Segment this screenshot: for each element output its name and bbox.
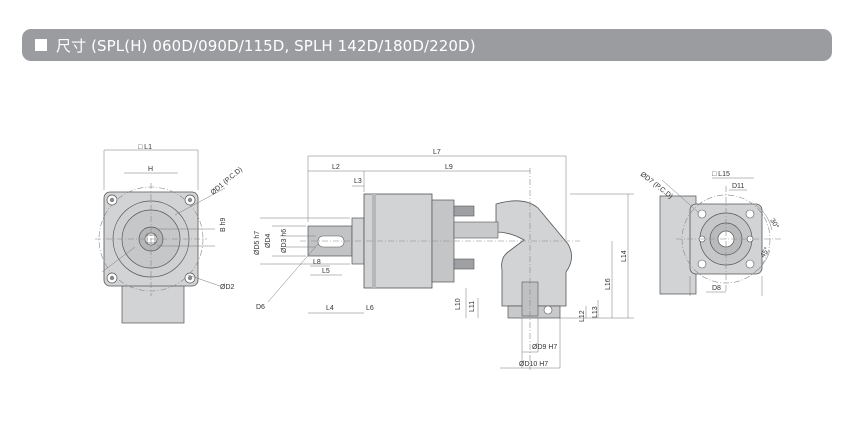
label-d6: D6 bbox=[256, 304, 265, 311]
label-l16: L16 bbox=[605, 278, 612, 290]
label-l10: L10 bbox=[455, 298, 462, 310]
header-title: 尺寸 (SPL(H) 060D/090D/115D, SPLH 142D/180… bbox=[56, 37, 476, 55]
label-l3: L3 bbox=[354, 178, 362, 185]
label-l11: L11 bbox=[469, 301, 476, 312]
label-l15: □ L15 bbox=[712, 171, 730, 178]
label-l5: L5 bbox=[322, 268, 330, 275]
side-right-angle-housing bbox=[495, 200, 572, 307]
front-view: □ L1 H ØD1 (P.C.D) B h9 ØD2 bbox=[95, 144, 244, 324]
label-d5: ØD5 h7 bbox=[254, 231, 261, 255]
label-l9: L9 bbox=[445, 164, 453, 171]
label-d2: ØD2 bbox=[220, 284, 235, 291]
label-l12: L12 bbox=[579, 310, 586, 322]
label-d3: ØD3 h6 bbox=[281, 229, 288, 253]
label-d11: D11 bbox=[732, 183, 744, 190]
label-d9: ØD9 H7 bbox=[532, 344, 557, 351]
side-view: L7 L2 L9 L3 ØD5 h7 ØD4 ØD3 h6 L8 L5 D6 L… bbox=[254, 149, 634, 370]
label-b: B h9 bbox=[220, 217, 227, 232]
label-angle-30: 30° bbox=[768, 217, 780, 230]
header-square-icon bbox=[35, 39, 47, 51]
label-l4: L4 bbox=[326, 305, 334, 312]
label-l7: L7 bbox=[433, 149, 441, 156]
label-d10: ØD10 H7 bbox=[519, 361, 548, 368]
label-d4: ØD4 bbox=[265, 234, 272, 249]
label-d8: D8 bbox=[712, 285, 721, 292]
label-l13: L13 bbox=[592, 306, 599, 318]
front-base-block bbox=[121, 279, 185, 324]
label-l2: L2 bbox=[332, 164, 340, 171]
label-l6: L6 bbox=[366, 305, 374, 312]
label-h: H bbox=[148, 166, 153, 173]
label-l14: L14 bbox=[621, 250, 628, 262]
label-l8: L8 bbox=[313, 259, 321, 266]
end-view: □ L15 D11 ØD7 (P.C.D) 30° 45° D8 bbox=[639, 171, 782, 296]
section-header: 尺寸 (SPL(H) 060D/090D/115D, SPLH 142D/180… bbox=[22, 29, 832, 61]
label-d1: ØD1 (P.C.D) bbox=[210, 166, 244, 196]
label-l1: □ L1 bbox=[138, 144, 152, 151]
